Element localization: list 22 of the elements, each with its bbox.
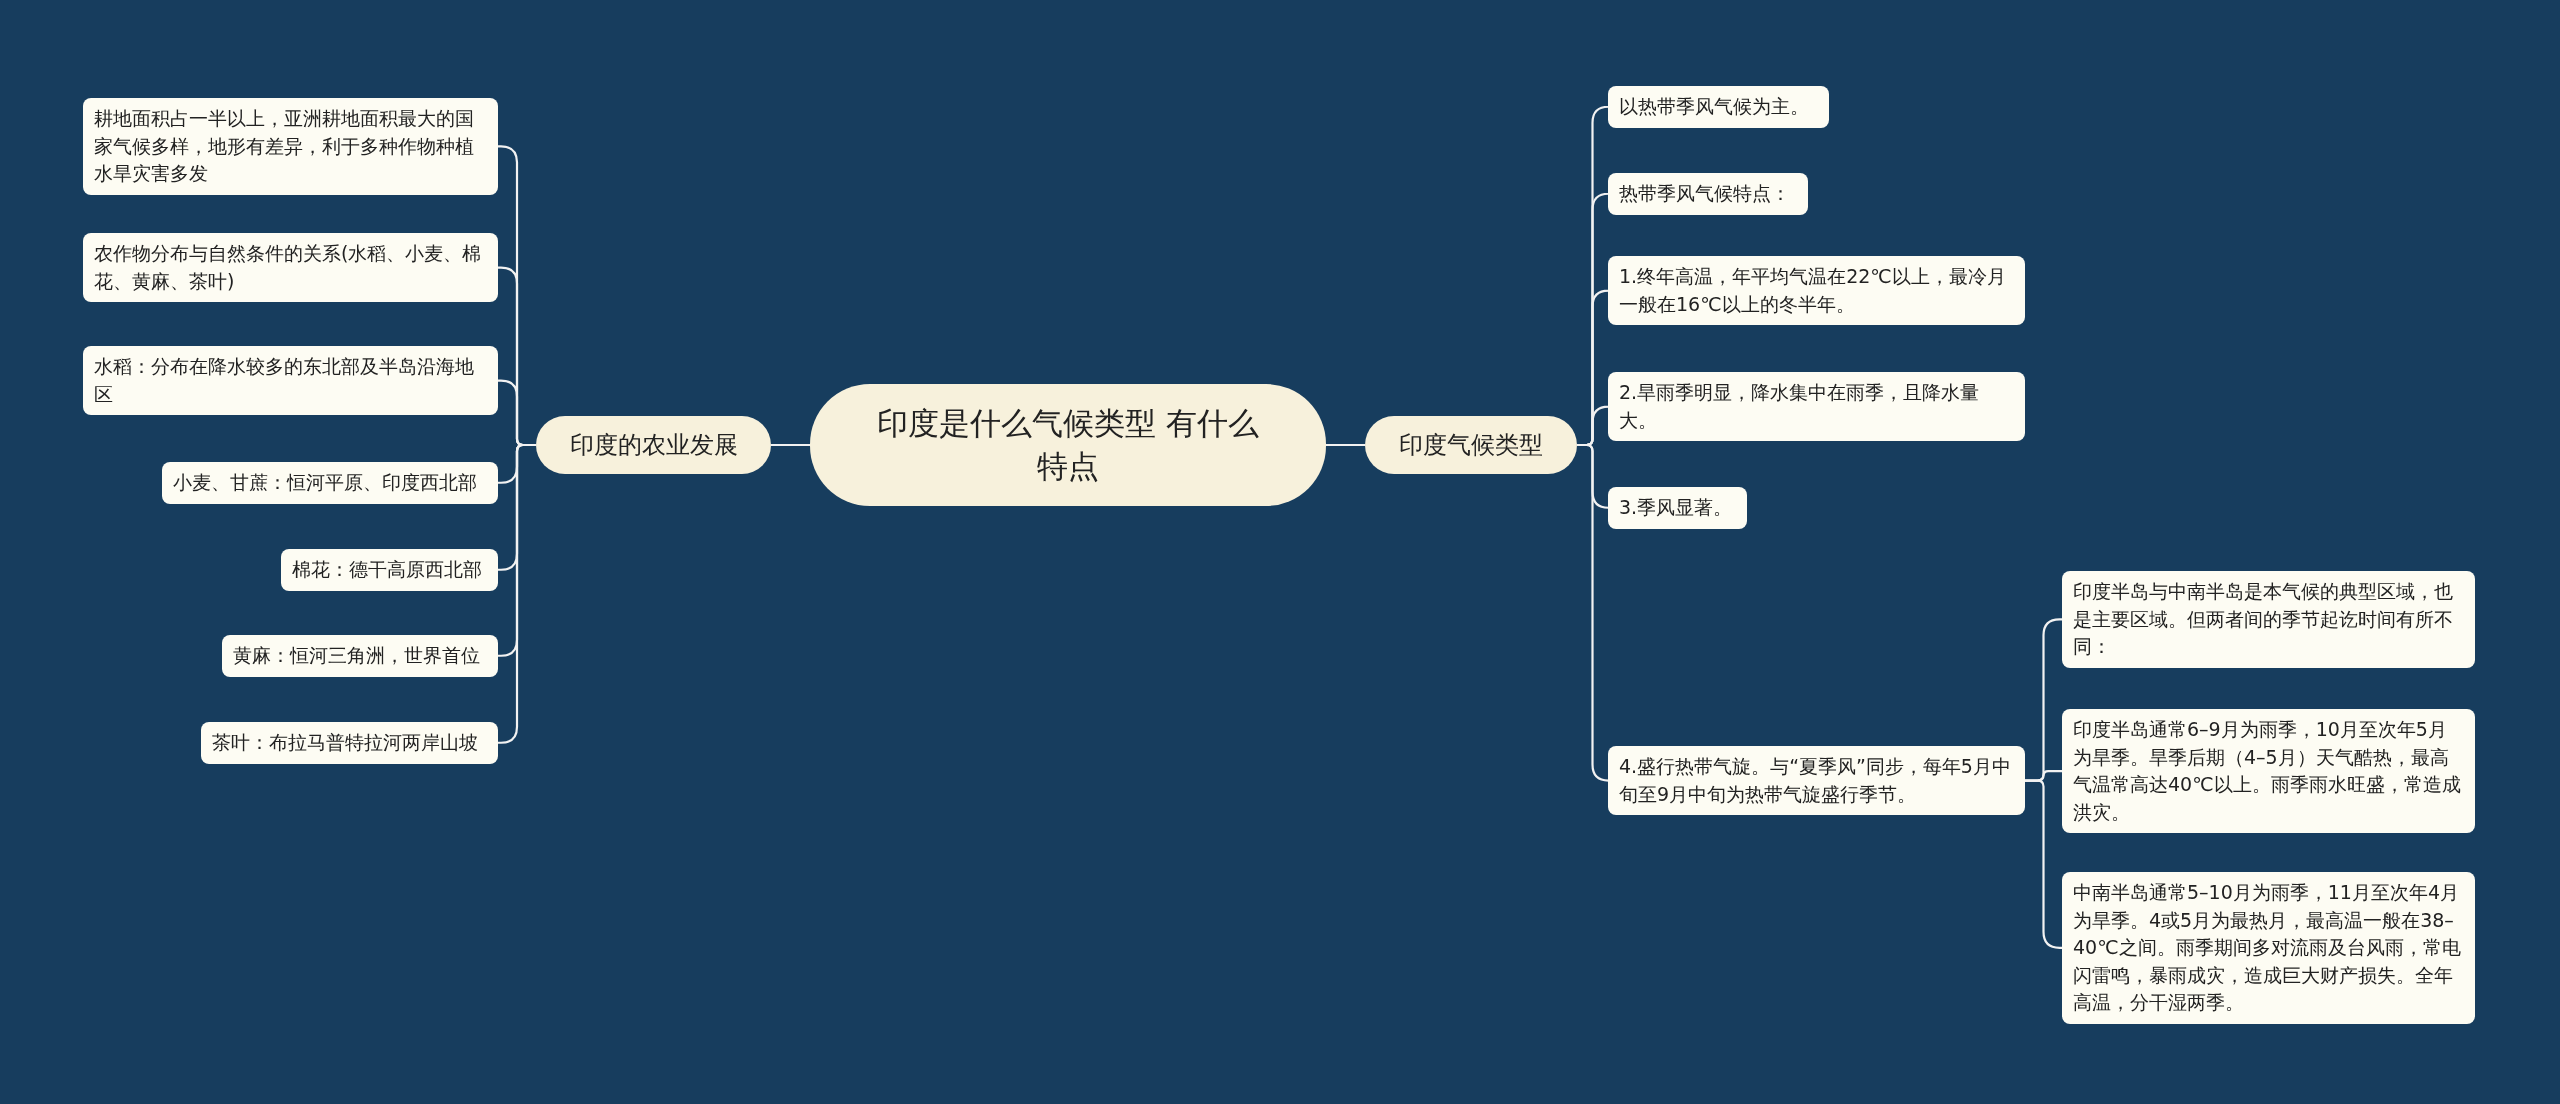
topic-card: 1.终年高温，年平均气温在22℃以上，最冷月一般在16℃以上的冬半年。 (1608, 256, 2025, 326)
central-topic: 印度是什么气候类型 有什么特点 (810, 384, 1326, 506)
topic-card: 热带季风气候特点： (1608, 173, 1808, 215)
topic-card: 农作物分布与自然条件的关系(水稻、小麦、棉花、黄麻、茶叶) (83, 233, 498, 303)
connector-line (771, 443, 810, 447)
topic-card: 中南半岛通常5–10月为雨季，11月至次年4月为旱季。4或5月为最热月，最高温一般在38–40℃之间。雨季期间多对流雨及台风雨，常电闪雷鸣，暴雨成灾，造成巨大财产损失。全年高温，分干湿两季。 (2062, 872, 2475, 1024)
topic-card: 黄麻：恒河三角洲，世界首位 (222, 635, 498, 677)
connector-line (1326, 443, 1365, 447)
topic-card: 2.旱雨季明显，降水集中在雨季，且降水量大。 (1608, 372, 2025, 442)
topic-card: 茶叶：布拉马普特拉河两岸山坡 (201, 722, 498, 764)
branch-topic: 印度的农业发展 (536, 416, 771, 474)
topic-card: 小麦、甘蔗：恒河平原、印度西北部 (162, 462, 498, 504)
topic-card: 耕地面积占一半以上，亚洲耕地面积最大的国家气候多样，地形有差异，利于多种作物种植水旱灾害多发 (83, 98, 498, 195)
topic-card: 印度半岛与中南半岛是本气候的典型区域，也是主要区域。但两者间的季节起讫时间有所不同： (2062, 571, 2475, 668)
topic-card: 印度半岛通常6–9月为雨季，10月至次年5月为旱季。旱季后期（4–5月）天气酷热，最高气温常高达40℃以上。雨季雨水旺盛，常造成洪灾。 (2062, 709, 2475, 834)
connector-line (1577, 443, 1610, 782)
topic-card: 以热带季风气候为主。 (1608, 86, 1829, 128)
topic-card: 3.季风显著。 (1608, 487, 1747, 529)
topic-card: 4.盛行热带气旋。与“夏季风”同步，每年5月中旬至9月中旬为热带气旋盛行季节。 (1608, 746, 2025, 816)
topic-card: 水稻：分布在降水较多的东北部及半岛沿海地区 (83, 346, 498, 416)
topic-card: 棉花：德干高原西北部 (281, 549, 498, 591)
branch-topic: 印度气候类型 (1365, 416, 1577, 474)
